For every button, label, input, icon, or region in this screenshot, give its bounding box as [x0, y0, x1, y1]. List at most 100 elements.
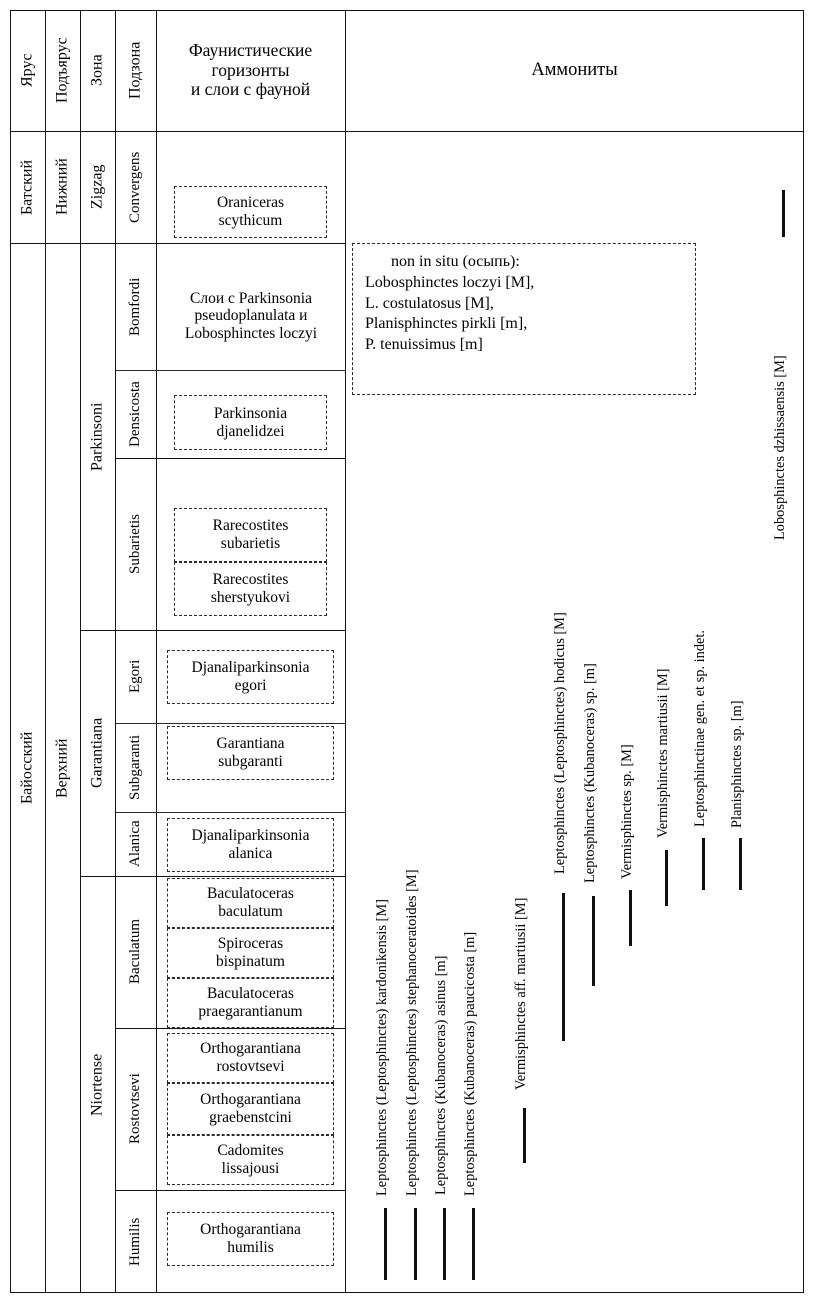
ammonite-label-planisphinctes-sp: Planisphinctes sp. [m]	[729, 700, 745, 828]
row-rule-egori-bottom	[115, 723, 345, 724]
ammonite-range-bar-asinus	[443, 1208, 446, 1280]
fauna-line-1: Spiroceras	[217, 935, 284, 953]
fauna-line-1: Garantiana	[216, 735, 285, 753]
ammonite-range-bar-vermisphinctes-martiusii	[665, 850, 668, 906]
header-podyarus: Подъярус	[53, 37, 71, 104]
ammonite-range-bar-vermisphinctes-sp	[629, 890, 632, 946]
fauna-box-rarecostites-sherstyukovi: Rarecostites sherstyukovi	[174, 562, 327, 616]
fauna-line-1: Djanaliparkinsonia	[191, 827, 310, 845]
fauna-line-1: Baculatoceras	[207, 985, 294, 1003]
subzone-baculatum: Baculatum	[127, 919, 144, 985]
fauna-line-1: Djanaliparkinsonia	[191, 659, 310, 677]
row-rule-convergens-bottom	[10, 243, 345, 244]
non-in-situ-item-1: Lobosphinctes loczyi [M],	[365, 273, 535, 291]
ammonite-label-kardonikensis: Leptosphinctes (Leptosphinctes) kardonik…	[374, 899, 390, 1196]
header-fauna-horizons: Фаунистические горизонты и слои с фауной	[156, 10, 345, 131]
stage-batskiy: Батский	[18, 159, 36, 215]
ammonite-label-asinus: Leptosphinctes (Kubanoceras) asinus [m]	[433, 955, 449, 1195]
beds-line-2: pseudoplanulata и	[194, 307, 308, 325]
ammonite-label-vermisphinctes-martiusii: Vermisphinctes martiusii [M]	[655, 668, 671, 838]
fauna-line-1: Cadomites	[217, 1142, 284, 1160]
header-yarus: Ярус	[18, 53, 36, 88]
zone-zigzag: Zigzag	[88, 164, 106, 210]
fauna-box-djanaliparkinsonia-egori: Djanaliparkinsonia egori	[167, 650, 334, 704]
fauna-box-spiroceras-bispinatum: Spiroceras bispinatum	[167, 928, 334, 978]
subzone-subarietis: Subarietis	[127, 514, 144, 574]
fauna-line-2: graebenstcini	[209, 1109, 292, 1126]
col-divider-5	[345, 10, 346, 1293]
zone-garantiana: Garantiana	[88, 717, 106, 789]
ammonite-label-kubanoceras-sp: Leptosphinctes (Kubanoceras) sp. [m]	[582, 663, 598, 883]
header-zona: Зона	[88, 54, 106, 87]
row-rule-densicosta-bottom	[115, 458, 345, 459]
fauna-line-1: Oraniceras	[216, 194, 285, 212]
fauna-line-1: Orthogarantiana	[200, 1091, 301, 1109]
fauna-line-2: subgaranti	[218, 753, 283, 770]
col-divider-2	[80, 10, 81, 1293]
fauna-line-1: Orthogarantiana	[200, 1221, 301, 1239]
fauna-line-2: praegarantianum	[198, 1003, 303, 1020]
header-fauna-line2: горизонты	[211, 59, 290, 80]
col-divider-4	[156, 10, 157, 1293]
ammonite-range-bar-leptosphinctinae-indet	[702, 838, 705, 890]
fauna-line-2: lissajousi	[221, 1160, 280, 1177]
non-in-situ-item-3: Planisphinctes pirkli [m],	[365, 315, 528, 333]
fauna-line-2: alanica	[228, 845, 273, 862]
ammonite-label-stephanoceratoides: Leptosphinctes (Leptosphinctes) stephano…	[404, 869, 420, 1197]
non-in-situ-box: non in situ (осыпь): Lobosphinctes loczy…	[352, 243, 696, 395]
header-fauna-line3: и слои с фауной	[190, 79, 311, 100]
header-fauna-line1: Фаунистические	[188, 40, 313, 61]
fauna-line-1: Baculatoceras	[207, 885, 294, 903]
subzone-convergens: Convergens	[127, 151, 144, 223]
fauna-box-oraniceras-scythicum: Oraniceras scythicum	[174, 186, 327, 238]
ammonite-range-bar-paucicosta	[472, 1208, 475, 1280]
fauna-line-2: sherstyukovi	[210, 589, 291, 606]
header-podzona: Подзона	[126, 41, 144, 100]
row-rule-parkinsoni-bottom	[80, 630, 345, 631]
row-rule-rostovtsevi-bottom	[115, 1190, 345, 1191]
subzone-bomfordi: Bomfordi	[127, 277, 144, 336]
fauna-line-2: egori	[234, 677, 267, 694]
fauna-line-1: Orthogarantiana	[200, 1040, 301, 1058]
beds-line-3: Lobosphinctes loczyi	[184, 324, 318, 342]
fauna-box-orthogarantiana-humilis: Orthogarantiana humilis	[167, 1212, 334, 1266]
row-rule-garantiana-bottom	[80, 876, 345, 877]
ammonite-range-bar-stephanoceratoides	[414, 1208, 417, 1280]
fauna-line-2: baculatum	[218, 903, 283, 920]
ammonite-range-bar-kubanoceras-sp	[592, 896, 595, 986]
non-in-situ-title: non in situ (осыпь):	[391, 253, 520, 270]
col-divider-1	[45, 10, 46, 1293]
subzone-rostovtsevi: Rostovtsevi	[127, 1073, 144, 1145]
ammonite-label-vermisphinctes-aff-martiusii: Vermisphinctes aff. martiusii [M]	[513, 897, 529, 1090]
header-ammonites: Аммониты	[531, 60, 618, 81]
non-in-situ-item-2: L. costulatosus [M],	[365, 294, 494, 312]
ammonite-range-bar-lobosphinctes-dzhissaensis	[782, 190, 785, 237]
fauna-line-1: Parkinsonia	[213, 404, 288, 422]
subzone-subgaranti: Subgaranti	[127, 735, 144, 800]
table-outer-frame	[10, 10, 804, 1293]
fauna-line-2: djanelidzei	[216, 422, 285, 440]
ammonite-label-paucicosta: Leptosphinctes (Kubanoceras) paucicosta …	[462, 931, 478, 1196]
fauna-line-2: scythicum	[218, 212, 283, 229]
fauna-box-orthogarantiana-rostovtsevi: Orthogarantiana rostovtsevi	[167, 1033, 334, 1083]
ammonite-label-leptosphinctinae-indet: Leptosphinctinae gen. et sp. indet.	[692, 629, 708, 827]
ammonite-range-bar-kardonikensis	[384, 1208, 387, 1280]
fauna-line-1: Rarecostites	[212, 517, 289, 535]
fauna-box-rarecostites-subarietis: Rarecostites subarietis	[174, 508, 327, 562]
fauna-box-orthogarantiana-graebenstcini: Orthogarantiana graebenstcini	[167, 1083, 334, 1135]
stage-bayossky: Байосский	[18, 731, 36, 805]
fauna-line-2: subarietis	[220, 535, 281, 552]
fauna-box-garantiana-subgaranti: Garantiana subgaranti	[167, 726, 334, 780]
fauna-box-cadomites-lissajousi: Cadomites lissajousi	[167, 1135, 334, 1185]
zone-parkinsoni: Parkinsoni	[88, 402, 106, 471]
fauna-box-djanaliparkinsonia-alanica: Djanaliparkinsonia alanica	[167, 818, 334, 872]
beds-parkinsonia-lobosphinctes: Слои с Parkinsonia pseudoplanulata и Lob…	[158, 283, 344, 349]
ammonite-range-bar-planisphinctes-sp	[739, 838, 742, 890]
ammonite-label-lobosphinctes-dzhissaensis: Lobosphinctes dzhissaensis [M]	[772, 355, 788, 540]
non-in-situ-item-4: P. tenuissimus [m]	[365, 336, 483, 354]
ammonite-label-vermisphinctes-sp: Vermisphinctes sp. [M]	[619, 744, 635, 879]
header-bottom-rule	[10, 131, 804, 132]
fauna-line-1: Rarecostites	[212, 571, 289, 589]
subzone-densicosta: Densicosta	[127, 381, 144, 447]
